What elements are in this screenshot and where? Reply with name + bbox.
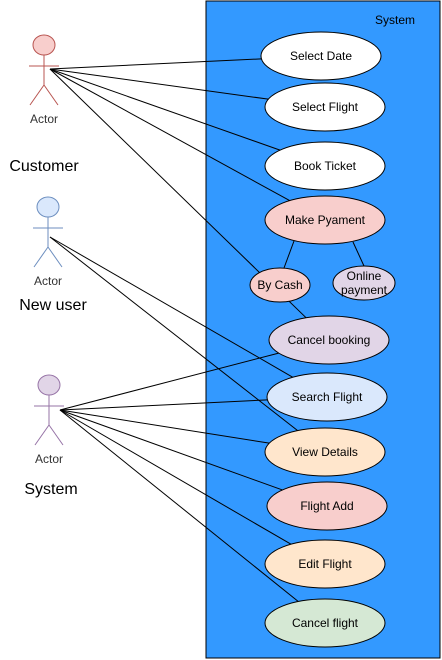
association-line bbox=[59, 399, 268, 411]
use-case-flight-add[interactable]: Flight Add bbox=[266, 481, 388, 531]
association-line bbox=[59, 352, 279, 411]
use-case-ellipse[interactable] bbox=[264, 539, 386, 589]
association-line bbox=[59, 409, 270, 444]
association-line bbox=[49, 68, 281, 151]
use-case-ellipse[interactable] bbox=[264, 195, 386, 245]
use-case-ellipse[interactable] bbox=[332, 265, 396, 301]
association-line bbox=[49, 68, 269, 100]
use-case-ellipse[interactable] bbox=[266, 481, 388, 531]
use-case-cancel-booking[interactable]: Cancel booking bbox=[268, 315, 390, 365]
use-case-label: By Cash bbox=[257, 278, 302, 292]
association-line bbox=[49, 68, 290, 202]
actor-leg-icon bbox=[47, 246, 63, 268]
use-case-view-details[interactable]: View Details bbox=[264, 427, 386, 477]
actor-leg-icon bbox=[33, 246, 49, 268]
use-case-label: Search Flight bbox=[292, 390, 363, 404]
use-case-ellipse[interactable] bbox=[264, 141, 386, 191]
use-case-search-flight[interactable]: Search Flight bbox=[266, 372, 388, 422]
use-case-make-payment[interactable]: Make Pyament bbox=[264, 195, 386, 245]
association-line bbox=[352, 241, 365, 267]
use-case-ellipse[interactable] bbox=[264, 427, 386, 477]
use-case-ellipse[interactable] bbox=[260, 31, 382, 81]
actor-label: Actor bbox=[35, 452, 63, 466]
use-case-select-flight[interactable]: Select Flight bbox=[264, 82, 386, 132]
actor-head-icon bbox=[37, 374, 61, 396]
actor-label: Actor bbox=[30, 112, 58, 126]
use-case-ellipse[interactable] bbox=[264, 598, 386, 648]
association-line bbox=[59, 409, 299, 602]
use-case-cancel-flight[interactable]: Cancel flight bbox=[264, 598, 386, 648]
actor-role-label: System bbox=[24, 481, 77, 498]
use-case-ellipse[interactable] bbox=[249, 267, 311, 303]
use-case-select-date[interactable]: Select Date bbox=[260, 31, 382, 81]
use-case-ellipse[interactable] bbox=[266, 372, 388, 422]
actor-leg-icon bbox=[34, 424, 50, 446]
use-case-label: Select Date bbox=[290, 49, 352, 63]
association-line bbox=[59, 409, 292, 545]
association-line bbox=[49, 58, 262, 70]
association-line bbox=[49, 236, 294, 378]
association-line bbox=[283, 240, 295, 269]
use-case-label: Select Flight bbox=[292, 100, 359, 114]
association-lines bbox=[49, 58, 365, 602]
actor-role-label: Customer bbox=[9, 158, 79, 175]
use-case-label: Edit Flight bbox=[298, 557, 352, 571]
use-case-label: Cancel flight bbox=[292, 616, 359, 630]
actor-leg-icon bbox=[43, 84, 59, 106]
use-case-label: Book Ticket bbox=[294, 159, 357, 173]
actor-leg-icon bbox=[29, 84, 45, 106]
actor-label: Actor bbox=[34, 274, 62, 288]
system-title: System bbox=[375, 13, 415, 27]
actor-role-label: New user bbox=[19, 297, 87, 314]
association-line bbox=[59, 409, 283, 491]
use-case-label: Make Pyament bbox=[285, 213, 366, 227]
use-case-label: Flight Add bbox=[300, 499, 353, 513]
use-case-ellipse[interactable] bbox=[268, 315, 390, 365]
use-case-label: Cancel booking bbox=[288, 333, 371, 347]
association-line bbox=[49, 236, 298, 432]
use-case-edit-flight[interactable]: Edit Flight bbox=[264, 539, 386, 589]
use-case-ellipse[interactable] bbox=[264, 82, 386, 132]
actor-head-icon bbox=[36, 196, 60, 218]
use-case-label: View Details bbox=[292, 445, 358, 459]
use-case-by-cash[interactable]: By Cash bbox=[249, 267, 311, 303]
actor-leg-icon bbox=[48, 424, 64, 446]
use-case-book-ticket[interactable]: Book Ticket bbox=[264, 141, 386, 191]
actor-head-icon bbox=[32, 34, 56, 56]
